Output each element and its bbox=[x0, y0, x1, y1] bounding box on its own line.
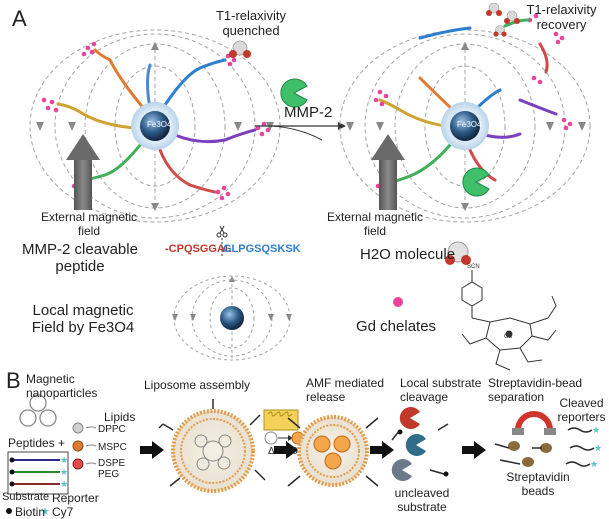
lipid-dppc: DPPC bbox=[98, 424, 126, 435]
water-label: H2O molecule bbox=[360, 246, 456, 263]
left-peptides bbox=[56, 48, 257, 194]
biotin-label: Biotin bbox=[15, 505, 46, 519]
right-field-arrows bbox=[346, 42, 586, 211]
lipid-icons bbox=[72, 422, 97, 470]
streptavidin-beads-label: Streptavidin beads bbox=[506, 470, 570, 498]
local-cleavage-scene bbox=[391, 407, 449, 481]
panel-a-letter: A bbox=[12, 6, 27, 31]
biotin-icon bbox=[6, 508, 12, 514]
step-liposome-label: Liposome assembly bbox=[144, 378, 251, 392]
lipid-mspc: MSPC bbox=[98, 442, 127, 453]
cleaved-reporter-stars: ★ ★ ★ bbox=[590, 425, 602, 469]
cleaved-reporters bbox=[565, 427, 595, 467]
magnetic-np-label: Magnetic nanoparticles bbox=[26, 372, 98, 400]
cy7-label: Cy7 bbox=[52, 505, 74, 519]
svg-text:★: ★ bbox=[590, 459, 598, 469]
lipid-dspe: DSPE bbox=[98, 458, 126, 469]
magnetic-np-group bbox=[19, 394, 57, 427]
panel-b-letter: B bbox=[6, 368, 21, 393]
left-nanoparticle bbox=[140, 111, 170, 141]
lipid-peg: PEG bbox=[98, 469, 120, 480]
left-external-field-arrow bbox=[66, 134, 100, 210]
mmp2-enzyme bbox=[280, 78, 308, 108]
local-field-label: Local magnetic Field by Fe3O4 bbox=[31, 302, 135, 336]
cy7-star-icon: ★ bbox=[40, 506, 50, 518]
step-amf-label: AMF mediated release bbox=[306, 376, 385, 404]
svg-text:★: ★ bbox=[592, 425, 600, 435]
step-cleaved-label: Cleaved reporters bbox=[557, 396, 606, 424]
t1-quenched-label: T1-relaxivity quenched bbox=[215, 8, 287, 38]
reporter-label: Reporter bbox=[52, 491, 99, 505]
right-water-molecules bbox=[486, 2, 520, 37]
external-field-label-right: External magnetic field bbox=[326, 210, 424, 238]
svg-text:★: ★ bbox=[60, 455, 68, 465]
left-field-arrows bbox=[36, 42, 274, 211]
left-np-label: Fe3O4 bbox=[147, 120, 172, 129]
step-streptavidin-label: Streptavidin-bead separation bbox=[488, 376, 583, 404]
substrate-label: Substrate bbox=[2, 491, 50, 503]
peptide-sequence: -CPQSGGAL GLPGSQSKSK bbox=[165, 225, 301, 258]
external-field-label-left: External magnetic field bbox=[40, 210, 138, 238]
peptide-seq-right: GLPGSQSKSK bbox=[223, 243, 301, 255]
streptavidin-scene bbox=[494, 411, 556, 467]
lipids-label: Lipids bbox=[104, 410, 136, 424]
right-mmp2-enzyme bbox=[462, 167, 490, 197]
right-gd-chelates bbox=[373, 13, 573, 191]
scissors-icon bbox=[216, 225, 228, 238]
gd-chelates-label: Gd chelates bbox=[356, 318, 437, 335]
uncleaved-label: uncleaved substrate bbox=[394, 486, 450, 514]
gd-center-label: Gd bbox=[504, 334, 512, 340]
t1-recovery-label: T1-relaxivity recovery bbox=[526, 2, 597, 32]
right-np-label: Fe3O4 bbox=[457, 120, 482, 129]
h2o-legend-icon bbox=[445, 241, 471, 265]
peptide-seq-left: -CPQSGGAL bbox=[165, 243, 232, 255]
local-field-diagram bbox=[172, 275, 292, 361]
peptide-strands: ★ ★ ★ bbox=[7, 451, 69, 495]
gd-chelate-structure bbox=[461, 270, 557, 371]
peptides-label: Peptides + bbox=[8, 436, 66, 450]
svg-text:★: ★ bbox=[60, 467, 68, 477]
peptide-label: MMP-2 cleavable peptide bbox=[22, 241, 138, 275]
left-water-molecule bbox=[229, 40, 251, 58]
amf-coil-icon bbox=[263, 409, 305, 445]
mmp2-label: MMP-2 bbox=[284, 104, 333, 121]
scn-label: SCN bbox=[467, 264, 480, 270]
gd-legend-dot bbox=[393, 297, 403, 307]
step-cleavage-label: Local substrate cleavage bbox=[400, 376, 482, 404]
step-arrows bbox=[140, 441, 486, 459]
svg-text:★: ★ bbox=[594, 443, 602, 453]
delta-t-label: ΔT > 0 bbox=[268, 446, 298, 457]
liposome-assembled bbox=[158, 399, 266, 493]
right-external-field-arrow bbox=[371, 134, 405, 210]
liposome-releasing bbox=[287, 415, 379, 487]
right-nanoparticle bbox=[450, 111, 480, 141]
svg-text:★: ★ bbox=[60, 479, 68, 489]
